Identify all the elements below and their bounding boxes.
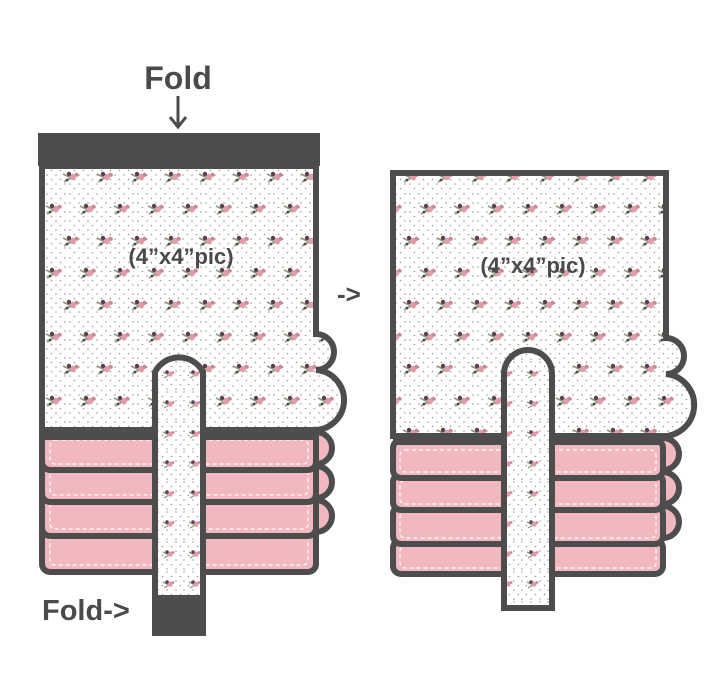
transition-arrow: -> bbox=[337, 279, 361, 309]
right-strap bbox=[501, 347, 555, 611]
fold-bottom-label: Fold-> bbox=[42, 595, 130, 627]
left-assembly: (4”x4”pic) bbox=[38, 133, 348, 636]
right-assembly: (4”x4”pic) bbox=[390, 170, 698, 611]
top-fold-band bbox=[38, 133, 320, 166]
arrow-down-icon bbox=[168, 96, 188, 130]
fold-top-label: Fold bbox=[144, 60, 212, 96]
right-pic-label: (4”x4”pic) bbox=[480, 253, 585, 278]
left-pic-label: (4”x4”pic) bbox=[128, 244, 233, 269]
left-strap bbox=[152, 354, 206, 636]
